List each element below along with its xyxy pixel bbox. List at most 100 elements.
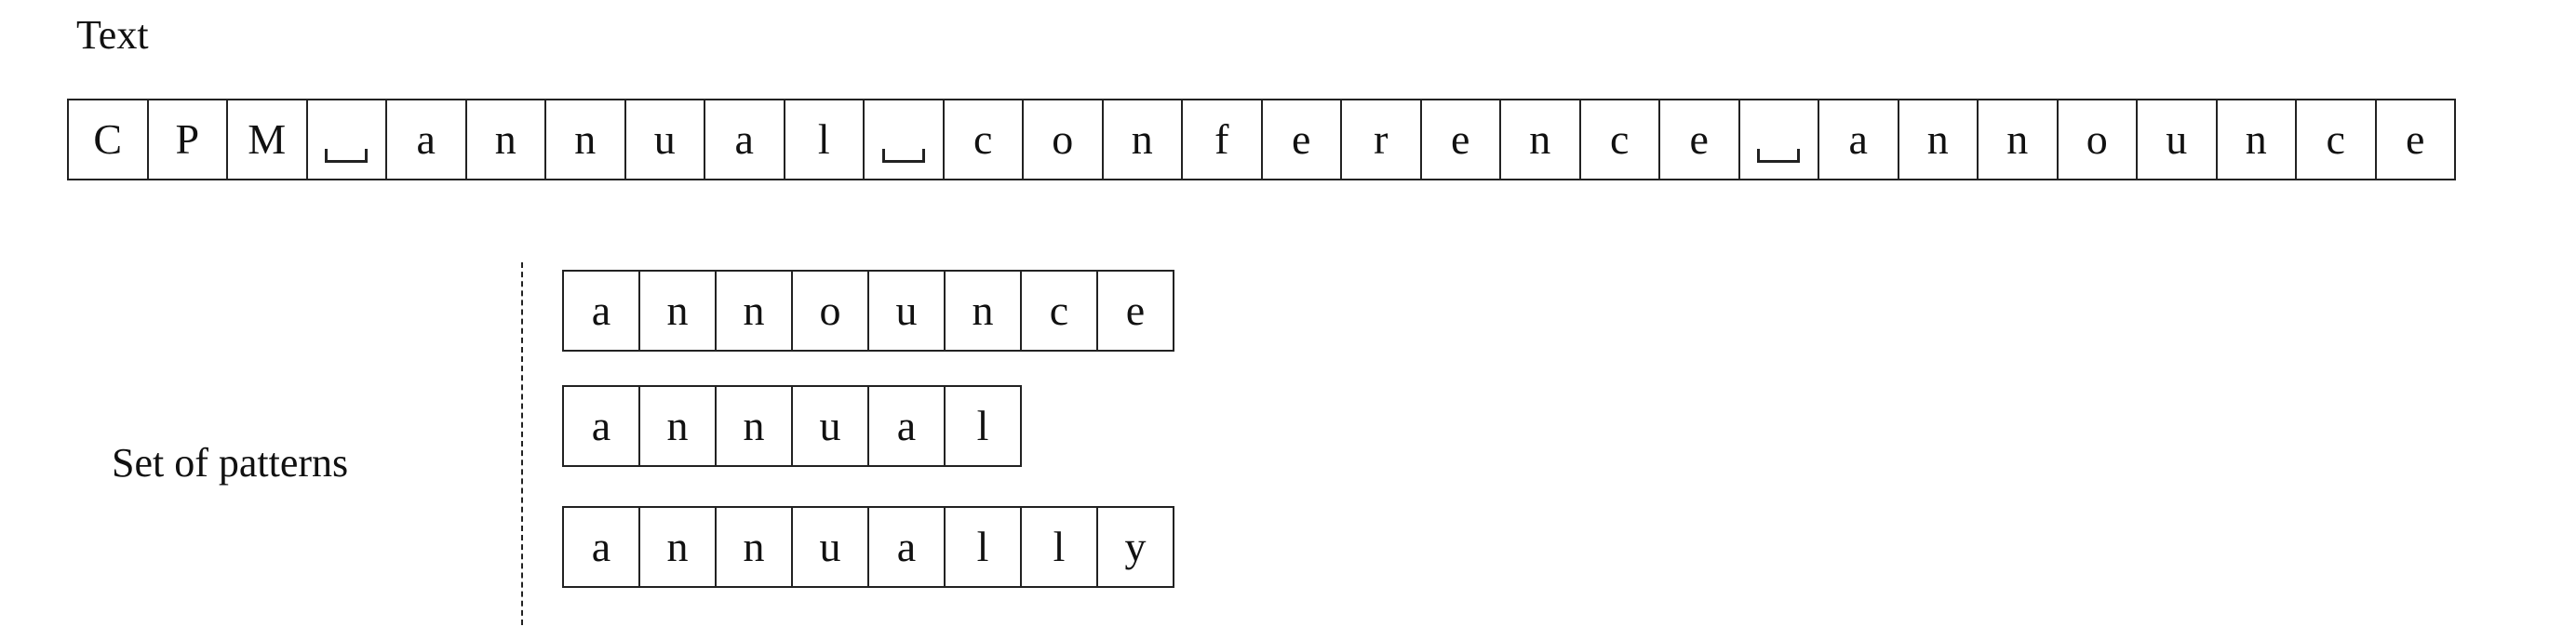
char-glyph: a (591, 402, 611, 449)
char-glyph: u (819, 402, 841, 449)
char-glyph: n (494, 115, 517, 163)
char-cell: a (705, 100, 785, 179)
char-cell: l (785, 100, 865, 179)
char-glyph: y (1124, 523, 1147, 570)
char-cell: n (717, 387, 793, 465)
char-glyph: a (896, 402, 917, 449)
char-cell: y (1098, 508, 1174, 586)
char-cell: a (869, 387, 946, 465)
char-cell: n (467, 100, 546, 179)
char-glyph: n (972, 287, 994, 334)
char-cell: a (564, 387, 640, 465)
char-cell: n (640, 272, 717, 350)
char-glyph: a (1848, 115, 1868, 163)
char-glyph: n (666, 287, 689, 334)
char-cell: a (1819, 100, 1899, 179)
char-cell: e (2377, 100, 2456, 179)
char-glyph: e (1292, 115, 1311, 163)
char-cell: e (1422, 100, 1501, 179)
char-glyph: a (734, 115, 754, 163)
char-glyph: l (817, 115, 830, 163)
char-cell: c (2297, 100, 2377, 179)
char-glyph: n (1529, 115, 1551, 163)
char-glyph: l (1053, 523, 1066, 570)
char-glyph: n (743, 523, 765, 570)
char-glyph: u (819, 523, 841, 570)
char-cell: e (1263, 100, 1342, 179)
char-glyph: C (93, 115, 123, 163)
char-cell: f (1183, 100, 1263, 179)
char-glyph: e (2406, 115, 2425, 163)
char-glyph: o (819, 287, 841, 334)
char-cell: u (626, 100, 705, 179)
char-glyph: f (1214, 115, 1229, 163)
char-glyph: c (2326, 115, 2345, 163)
char-cell: c (1022, 272, 1098, 350)
char-glyph: n (2006, 115, 2029, 163)
space-char-cell: ␣ (865, 100, 945, 179)
char-glyph: e (1689, 115, 1709, 163)
char-cell: n (717, 508, 793, 586)
char-cell: M (228, 100, 308, 179)
char-glyph: n (743, 287, 765, 334)
char-cell: a (869, 508, 946, 586)
char-cell: c (945, 100, 1024, 179)
char-cell: o (2059, 100, 2138, 179)
text-label: Text (76, 12, 149, 58)
char-cell: n (2218, 100, 2297, 179)
char-cell: n (546, 100, 626, 179)
char-glyph: M (248, 115, 287, 163)
char-glyph: u (653, 115, 676, 163)
char-cell: e (1098, 272, 1174, 350)
char-glyph: c (973, 115, 993, 163)
char-glyph: c (1049, 287, 1069, 334)
char-glyph: a (896, 523, 917, 570)
char-glyph: n (666, 402, 689, 449)
char-cell: o (793, 272, 869, 350)
char-glyph: e (1125, 287, 1146, 334)
char-glyph: n (1926, 115, 1949, 163)
char-cell: n (946, 272, 1022, 350)
char-glyph: u (2166, 115, 2188, 163)
char-glyph: n (574, 115, 597, 163)
char-glyph: a (591, 287, 611, 334)
char-cell: u (869, 272, 946, 350)
pattern-set-bracket (521, 262, 523, 625)
char-glyph: n (2245, 115, 2267, 163)
char-cell: e (1660, 100, 1740, 179)
char-cell: o (1024, 100, 1104, 179)
char-cell: n (1979, 100, 2059, 179)
char-glyph: o (1052, 115, 1074, 163)
space-char-cell: ␣ (1740, 100, 1819, 179)
char-cell: n (1104, 100, 1183, 179)
char-glyph: c (1610, 115, 1630, 163)
char-glyph: n (1131, 115, 1153, 163)
char-glyph: P (175, 115, 200, 163)
char-glyph: n (743, 402, 765, 449)
char-cell: a (564, 272, 640, 350)
char-glyph: l (976, 523, 989, 570)
char-cell: a (564, 508, 640, 586)
space-char-cell: ␣ (308, 100, 387, 179)
char-cell: c (1581, 100, 1660, 179)
char-cell: n (640, 508, 717, 586)
patterns-label: Set of patterns (112, 440, 349, 486)
char-glyph: u (895, 287, 918, 334)
char-cell: l (1022, 508, 1098, 586)
char-glyph: r (1374, 115, 1389, 163)
char-cell: a (387, 100, 467, 179)
char-cell: u (2138, 100, 2218, 179)
char-glyph: a (416, 115, 436, 163)
char-glyph: a (591, 523, 611, 570)
char-glyph: o (2086, 115, 2108, 163)
char-cell: l (946, 508, 1022, 586)
char-cell: u (793, 387, 869, 465)
char-cell: n (640, 387, 717, 465)
char-cell: n (1501, 100, 1581, 179)
char-cell: r (1342, 100, 1422, 179)
char-glyph: l (976, 402, 989, 449)
